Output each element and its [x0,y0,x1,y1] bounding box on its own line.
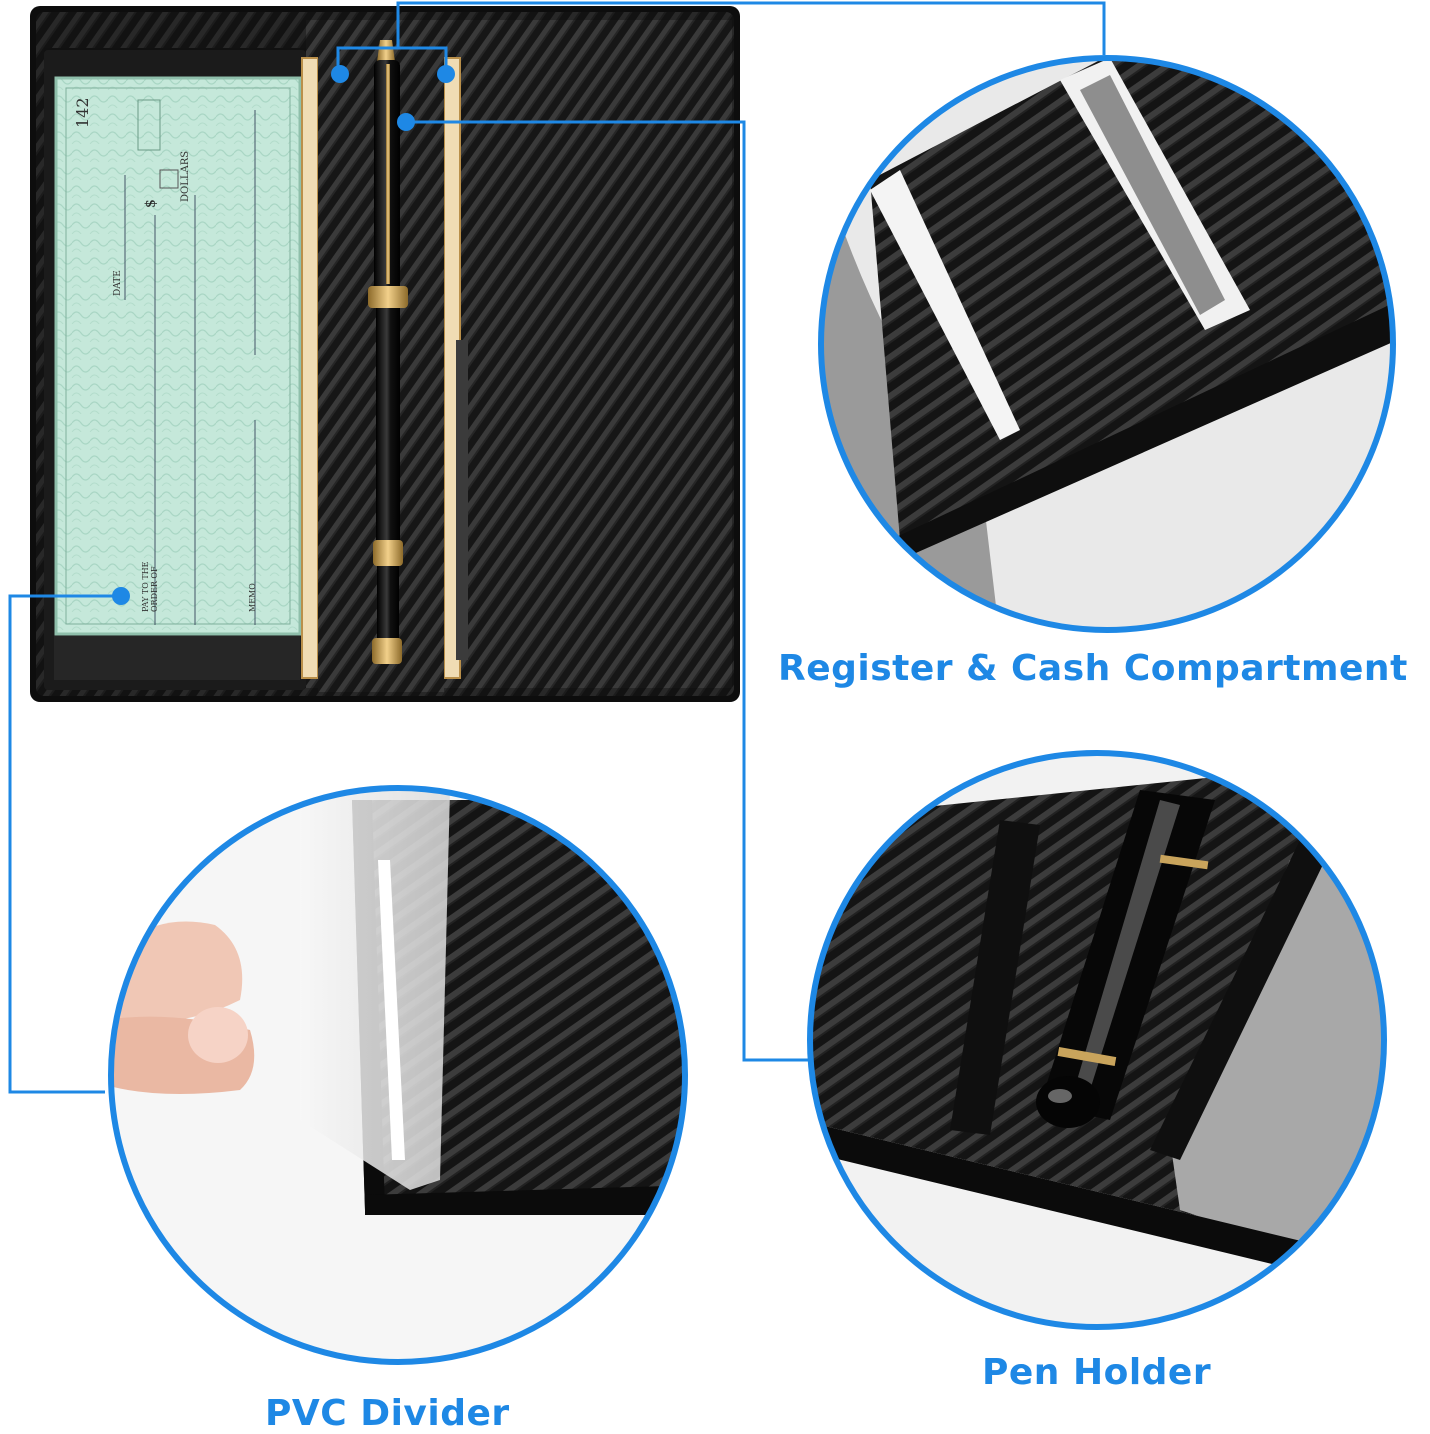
caption-register-cash: Register & Cash Compartment [778,648,1408,689]
callout-dot-icon [437,65,455,83]
blank-check: 142 DATE $ DOLLARS PAY TO THE ORDER OF M… [54,76,302,636]
check-payee-label-1: PAY TO THE [141,561,150,612]
check-date-label: DATE [113,270,123,296]
detail-pen-holder [807,750,1387,1330]
callout-dot-icon [397,113,415,131]
wallet-open-view: 142 DATE $ DOLLARS PAY TO THE ORDER OF M… [30,6,740,702]
detail-register-cash [818,55,1396,633]
check-dollar-sign: $ [143,199,159,208]
pen-detail [1036,790,1215,1128]
check-dollars-label: DOLLARS [180,151,191,202]
pen [368,40,408,664]
callout-lines [8,1,1106,1094]
callout-dot-icon [331,65,349,83]
check-payee-label-2: ORDER OF [150,566,159,612]
caption-pvc-divider: PVC Divider [265,1393,510,1434]
detail-pvc-divider [108,785,688,1365]
caption-pen-holder: Pen Holder [982,1352,1212,1393]
check-memo-label: MEMO [248,583,257,612]
callout-dot-icon [112,587,130,605]
check-number: 142 [73,97,92,128]
